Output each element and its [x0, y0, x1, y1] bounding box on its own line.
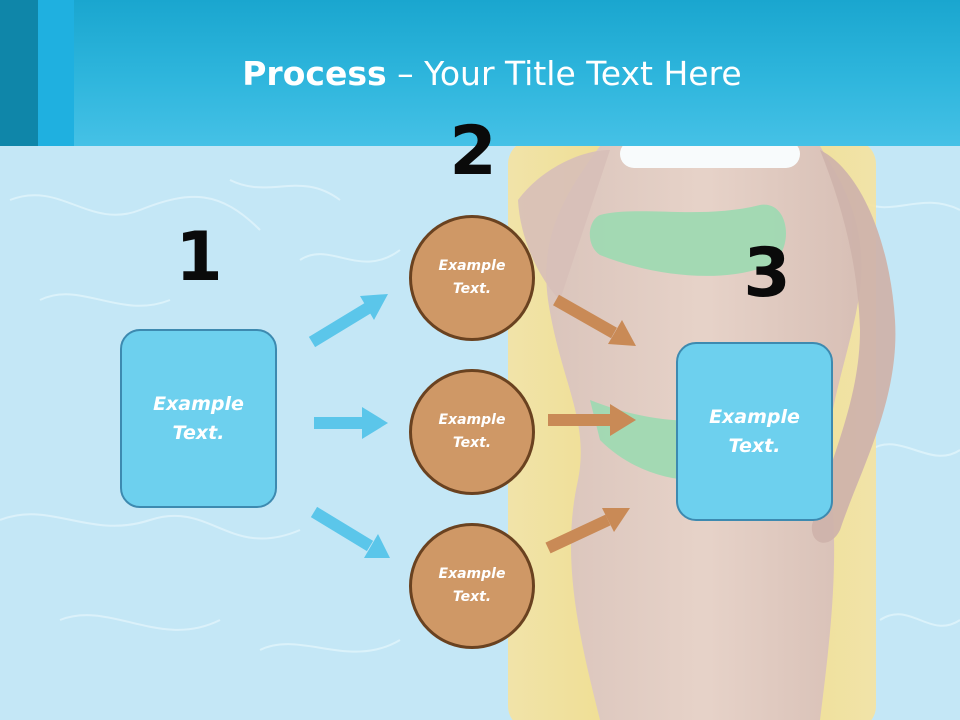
title-rest: – Your Title Text Here: [386, 54, 742, 93]
step-2-circle-bottom: Example Text.: [409, 523, 535, 649]
step-number-2: 2: [449, 112, 497, 191]
step-number-3: 3: [743, 234, 791, 313]
arrow-right-icon: [314, 407, 388, 439]
title-bold: Process: [242, 54, 387, 93]
arrow-up-right-icon: [308, 294, 388, 348]
step-2-circle-top: Example Text.: [409, 215, 535, 341]
step-number-1: 1: [175, 218, 223, 297]
header-accent-stripe: [38, 0, 74, 146]
arrow-down-right-icon: [553, 294, 636, 346]
step-1-box: Example Text.: [120, 329, 277, 508]
arrows-step2-to-step3: [545, 294, 636, 554]
step-2-circle-middle: Example Text.: [409, 369, 535, 495]
arrow-right-icon: [548, 404, 636, 436]
step-2-circle-text: Example Text.: [438, 566, 506, 605]
header-accent-stripe: [0, 0, 38, 146]
step-1-box-text: Example Text.: [153, 392, 244, 444]
step-3-box: Example Text.: [676, 342, 833, 521]
step-3-box-text: Example Text.: [709, 405, 800, 457]
arrows-step1-to-step2: [308, 294, 390, 558]
step-2-circle-text: Example Text.: [438, 258, 506, 297]
title-bar: [0, 0, 960, 146]
slide-title: Process – Your Title Text Here: [0, 52, 960, 96]
step-2-circle-text: Example Text.: [438, 412, 506, 451]
arrow-down-right-icon: [310, 506, 390, 558]
arrow-up-right-icon: [545, 508, 630, 554]
